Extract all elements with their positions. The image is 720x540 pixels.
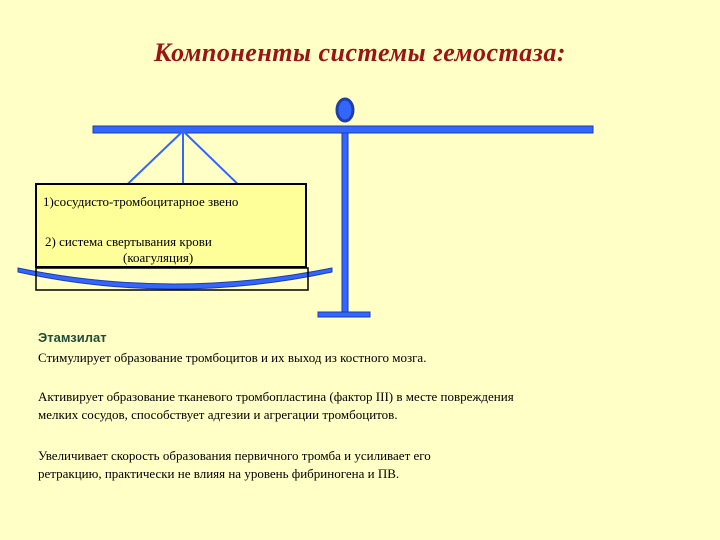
- scale-base: [317, 311, 371, 318]
- component-item-1: 1)сосудисто-тромбоцитарное звено: [43, 194, 239, 209]
- drug-effect-2: Активирует образование тканевого тромбоп…: [38, 388, 514, 424]
- drug-effect-1: Стимулирует образование тромбоцитов и их…: [38, 349, 426, 367]
- scale-post: [341, 132, 349, 314]
- slide-title: Компоненты системы гемостаза:: [153, 38, 567, 67]
- hemostasis-components-box: 1)сосудисто-тромбоцитарное звено 2) сист…: [35, 183, 307, 268]
- scale-beam: [92, 125, 594, 134]
- drug-name: Этамзилат: [38, 330, 107, 345]
- drug-effect-2-line: мелких сосудов, способствует адгезии и а…: [38, 407, 398, 422]
- scale-pan-rim: [35, 267, 309, 291]
- scale-pan: [17, 267, 333, 290]
- component-item-2-note: (коагуляция): [123, 250, 194, 265]
- drug-effect-1-line: Стимулирует образование тромбоцитов и их…: [38, 350, 427, 365]
- scale-knob: [335, 97, 355, 123]
- drug-effect-3-line: ретракцию, практически не влияя на урове…: [38, 466, 400, 481]
- drug-effect-2-line: Активирует образование тканевого тромбоп…: [38, 389, 514, 404]
- drug-effect-3-line: Увеличивает скорость образования первичн…: [38, 448, 431, 463]
- component-item-2: 2) система свертывания крови: [45, 234, 212, 249]
- drug-effect-3: Увеличивает скорость образования первичн…: [38, 447, 431, 483]
